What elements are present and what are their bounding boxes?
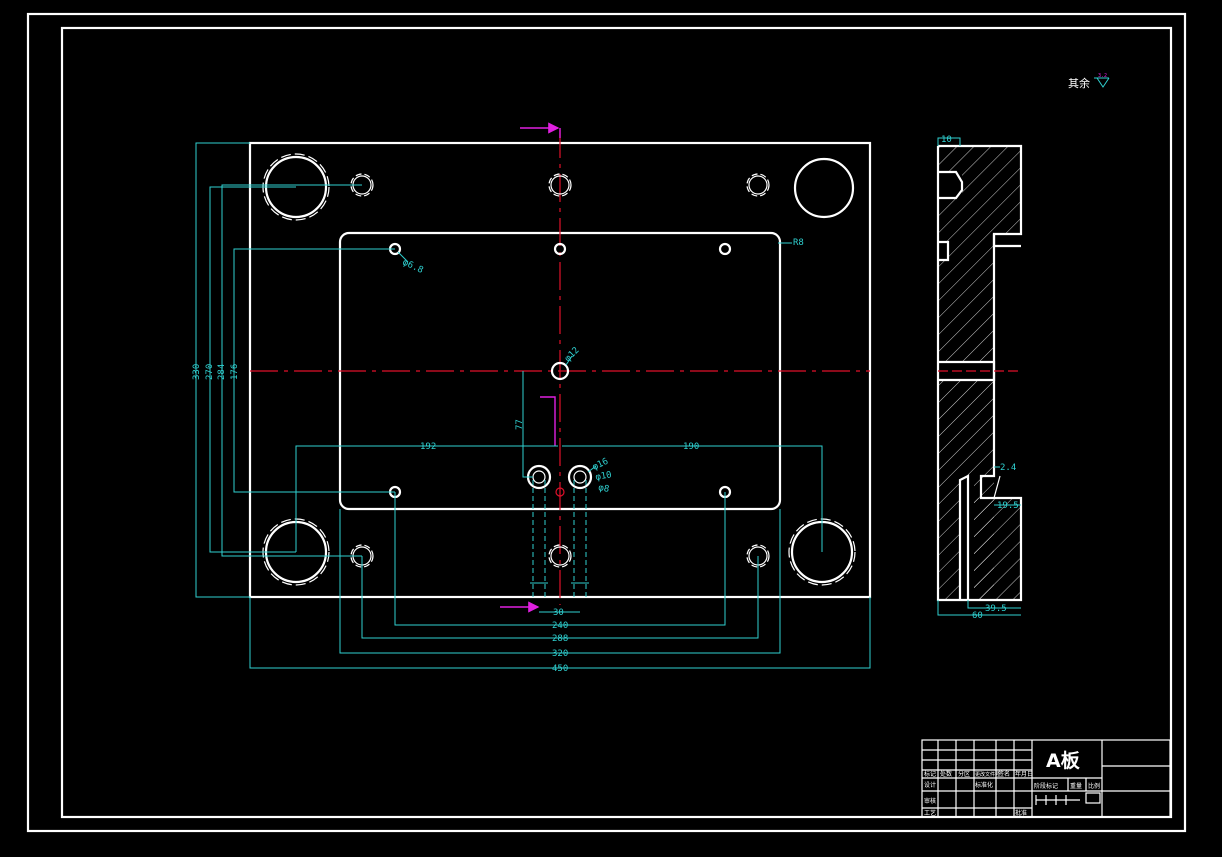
tb-mark: 标记	[924, 770, 936, 778]
tb-sign: 签名	[998, 770, 1010, 778]
dim-270: 270	[205, 364, 215, 380]
tb-change-doc: 更改文件号	[975, 771, 1000, 778]
dim-284: 284	[217, 364, 227, 380]
tb-count: 处数	[940, 770, 952, 778]
tb-scale: 比例	[1088, 782, 1100, 790]
horizontal-dimensions: 192 190 30 240 288 320 450	[249, 442, 871, 674]
callout-r8: R8	[793, 238, 804, 248]
hole-callouts: φ6.8 φ12 φ16 φ10 φ8 R8	[397, 238, 804, 495]
callout-phi8: φ8	[597, 483, 609, 495]
hidden-lines	[530, 480, 589, 597]
callout-phi12: φ12	[563, 346, 582, 365]
outer-border	[26, 12, 1187, 833]
dim-192: 192	[420, 442, 436, 452]
dim-288: 288	[552, 634, 568, 644]
tb-review: 审核	[924, 797, 936, 805]
tb-date: 年月日	[1015, 770, 1033, 778]
tb-approve: 批准	[1015, 809, 1027, 817]
part-name: A板	[1046, 749, 1081, 772]
dim-10: 10	[941, 135, 952, 145]
tb-process: 工艺	[924, 809, 936, 817]
tb-standard: 标准化	[975, 781, 993, 789]
dim-2-4: 2.4	[1000, 463, 1016, 473]
pocket-holes	[388, 242, 732, 499]
title-block: A板 标记 处数 分区 更改文件号 签名 年月日 设计 标准化 阶段标记 重量 …	[921, 739, 1171, 818]
tb-stage: 阶段标记	[1034, 782, 1058, 790]
dim-450: 450	[552, 664, 568, 674]
dim-77: 77	[515, 419, 525, 430]
dim-60: 60	[972, 611, 983, 621]
dim-176: 176	[230, 364, 240, 380]
surface-note-symbol: 3.2	[1098, 73, 1107, 79]
dim-190: 190	[683, 442, 699, 452]
tb-weight: 重量	[1070, 782, 1082, 790]
section-view: 10 2.4 19.5 39.5 60	[936, 135, 1023, 621]
dim-240: 240	[552, 621, 568, 631]
dim-30: 30	[553, 608, 564, 618]
callout-phi6-8: φ6.8	[401, 258, 425, 276]
tb-zone: 分区	[958, 770, 970, 778]
dim-19-5: 19.5	[997, 501, 1019, 511]
surface-note-text: 其余	[1068, 76, 1090, 90]
vertical-dimensions: 330 270 284 176 77	[192, 142, 533, 598]
callout-phi10: φ10	[595, 470, 613, 483]
dim-330: 330	[192, 364, 202, 380]
surface-roughness-note: 其余 3.2	[1068, 73, 1110, 90]
dim-320: 320	[552, 649, 568, 659]
section-outline	[936, 144, 1023, 602]
dim-39-5: 39.5	[985, 604, 1007, 614]
guide-holes	[262, 153, 856, 586]
tb-design: 设计	[924, 781, 936, 789]
plan-view: 330 270 284 176 77 192 190 30 240 288 32…	[192, 122, 872, 674]
inner-border	[60, 26, 1173, 819]
